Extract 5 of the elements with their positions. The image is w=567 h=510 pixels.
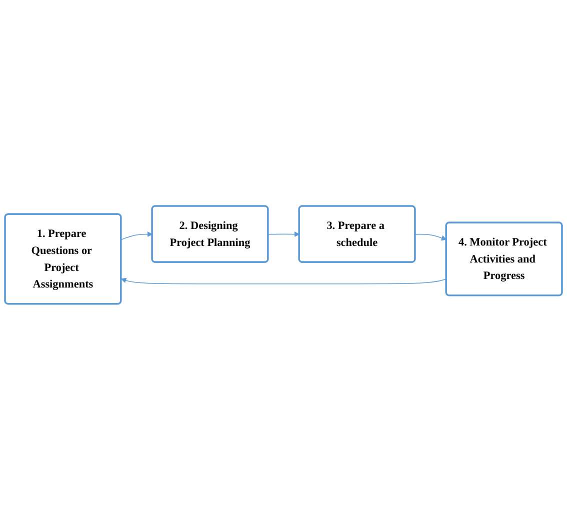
arrow <box>414 234 447 241</box>
arrow <box>268 232 300 238</box>
cycle-diagram: 1. Prepare Questions or Project Assignments 2. Designing Project Planning 3. Prepare a schedule 4. Monitor Project Activities and Progress <box>0 201 567 309</box>
arrow <box>120 278 447 284</box>
arrow <box>120 232 153 240</box>
